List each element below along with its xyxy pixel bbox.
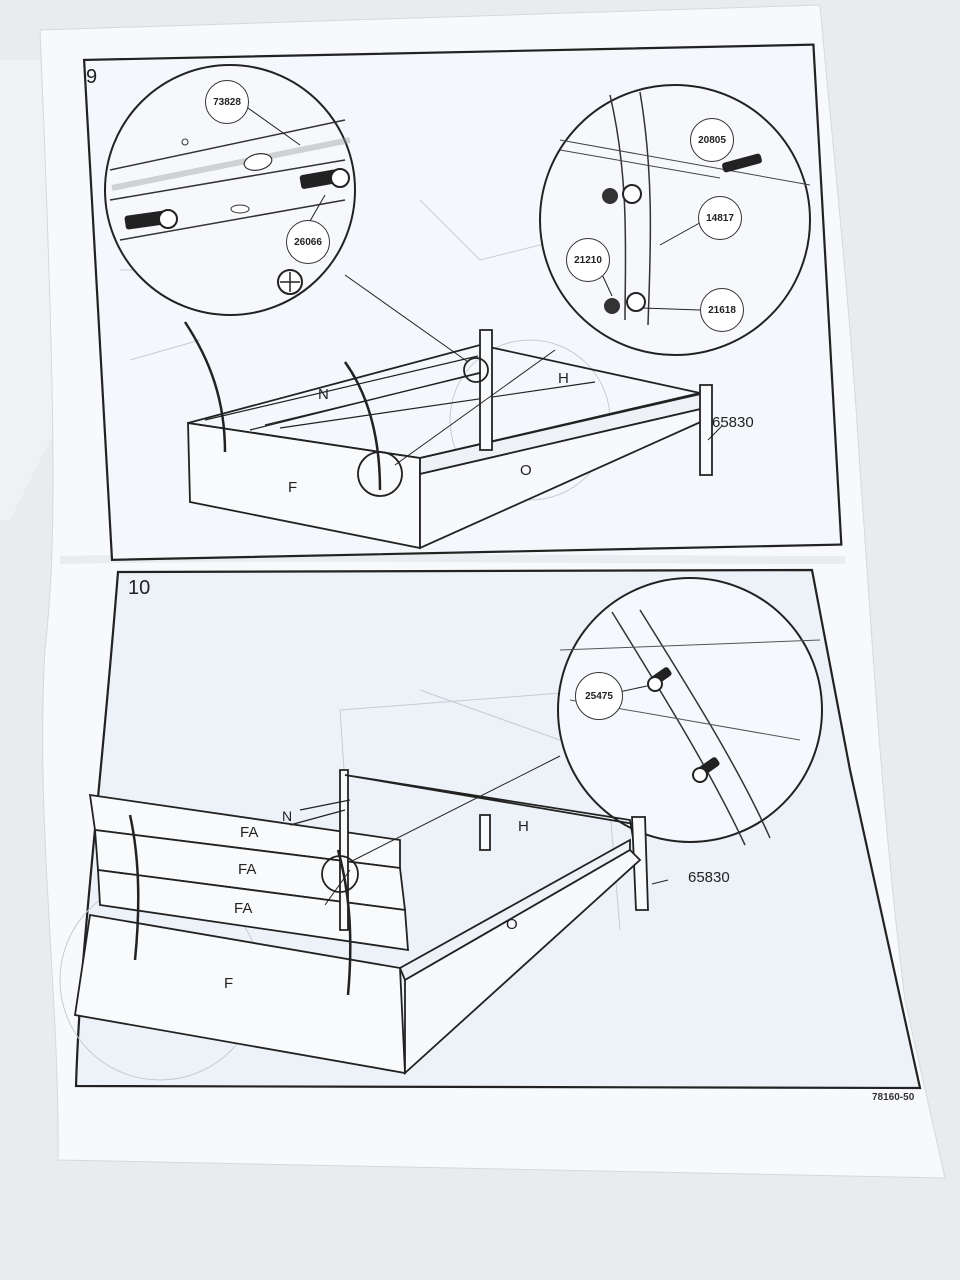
part-callout: 25475 xyxy=(575,672,623,720)
step-10-panel xyxy=(59,568,922,1090)
panel-label: H xyxy=(518,818,529,835)
detail-circle-step10 xyxy=(557,577,823,846)
panel-label: H xyxy=(558,370,569,387)
step-9-panel xyxy=(82,43,843,561)
detail-circle-right xyxy=(539,84,811,356)
panel-label: N xyxy=(282,808,293,824)
part-callout: 21210 xyxy=(566,238,610,282)
document-code: 78160-50 xyxy=(872,1092,915,1103)
panel-label: FA xyxy=(238,861,257,878)
panel-label: FA xyxy=(240,824,259,841)
part-callout: 14817 xyxy=(698,196,742,240)
step-number: 10 xyxy=(128,577,151,599)
panel-label: F xyxy=(224,975,234,992)
panel-label: N xyxy=(318,386,329,403)
panel-label: F xyxy=(288,479,298,496)
panel-label: O xyxy=(506,916,518,933)
step-number: 9 xyxy=(86,66,98,88)
part-callout: 26066 xyxy=(286,220,330,264)
part-number-label: 65830 xyxy=(712,414,754,431)
part-number-label: 65830 xyxy=(688,869,730,886)
part-callout: 20805 xyxy=(690,118,734,162)
panel-label: FA xyxy=(234,900,253,917)
panel-label: O xyxy=(520,462,532,479)
part-callout: 73828 xyxy=(205,80,249,124)
part-callout: 21618 xyxy=(700,288,744,332)
